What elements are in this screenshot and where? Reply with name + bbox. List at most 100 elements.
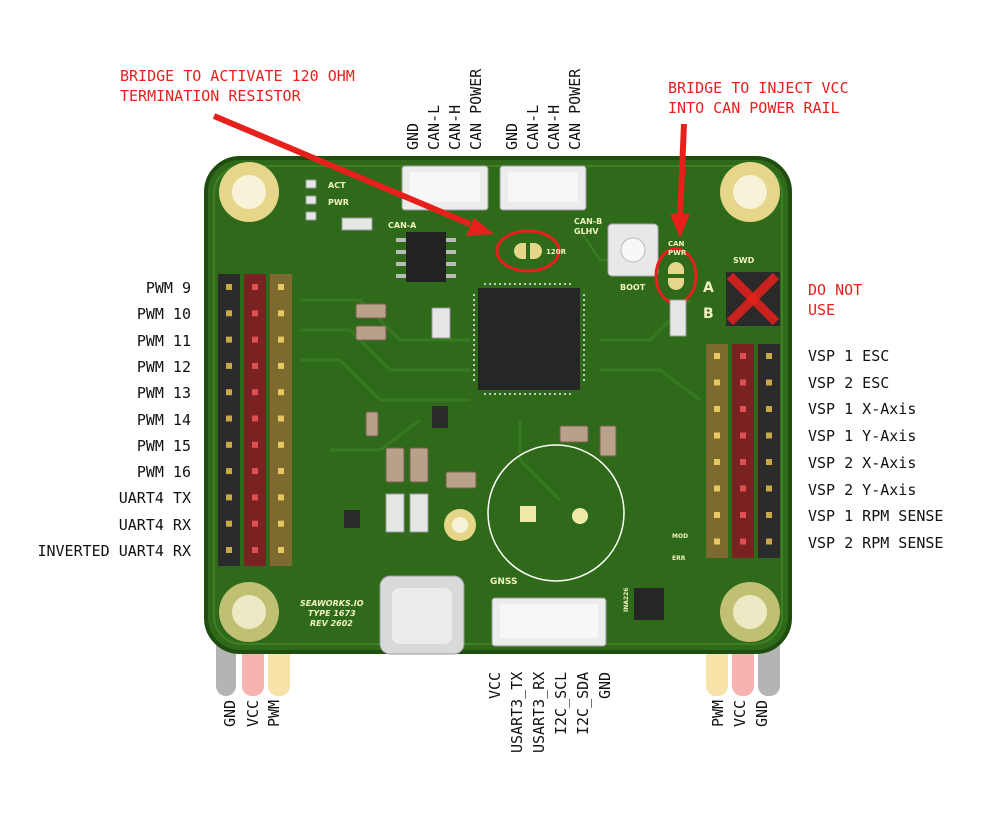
header-pin <box>766 353 772 359</box>
left-header-label-6: PWM 15 <box>136 436 191 455</box>
silk-can: CAN <box>668 240 685 248</box>
header-pin <box>714 432 720 439</box>
do-not-use-line-1: DO NOT <box>808 281 863 299</box>
termination-bridge <box>495 229 561 273</box>
can-a-pin-2: CAN-H <box>446 104 464 150</box>
silk-swd: SWD <box>733 256 755 265</box>
header-pin <box>278 494 284 501</box>
gnss-pin-label-1: USART3_TX <box>508 672 526 754</box>
header-pin <box>252 284 258 290</box>
gnss-connector <box>491 597 607 647</box>
header-pin <box>278 415 284 422</box>
can-b-pin-2: CAN-H <box>545 104 563 150</box>
header-pin <box>278 520 284 527</box>
can-a-pin-3: CAN POWER <box>467 68 485 150</box>
do-not-use-line-2: USE <box>808 301 836 319</box>
can-a-pin-1: CAN-L <box>425 104 443 150</box>
header-pin <box>740 512 746 518</box>
buzzer <box>487 444 625 582</box>
can-connector-b <box>499 165 587 211</box>
header-pin <box>252 389 258 396</box>
header-pin <box>740 538 746 545</box>
inject-vcc-line-1: BRIDGE TO INJECT VCC <box>668 79 849 97</box>
left-header-label-5: PWM 14 <box>136 410 191 429</box>
left-header-label-9: UART4 RX <box>118 515 191 534</box>
termination-line-2: TERMINATION RESISTOR <box>120 87 301 105</box>
right-header-label-6: VSP 1 RPM SENSE <box>808 507 944 526</box>
header-pin <box>226 494 232 501</box>
header-pin <box>714 406 720 412</box>
header-pin <box>714 512 720 518</box>
header-pin <box>766 406 772 412</box>
header-pin <box>714 485 720 492</box>
mounting-holes <box>219 162 780 642</box>
silk-can-pwr: PWR <box>668 249 687 257</box>
can-b-pin-3: CAN POWER <box>566 68 584 150</box>
header-pin <box>740 459 746 465</box>
header-pin <box>252 441 258 448</box>
header-pin <box>740 432 746 439</box>
silk-act: ACT <box>328 181 346 190</box>
header-pin <box>252 547 258 553</box>
silk-can-b: CAN-B <box>574 217 602 226</box>
header-pin <box>766 432 772 439</box>
silk-ina: INA226 <box>623 588 630 612</box>
can-a-pin-0: GND <box>404 122 422 150</box>
silk-boot: BOOT <box>620 283 646 292</box>
silk-120r: 120R <box>546 248 567 256</box>
header-pin <box>766 512 772 518</box>
silk-b: B <box>703 306 714 322</box>
header-pin <box>278 389 284 396</box>
right-header-label-3: VSP 1 Y-Axis <box>808 427 917 446</box>
header-pin <box>740 485 746 492</box>
header-pin <box>714 353 720 359</box>
header-pin <box>226 389 232 396</box>
silk-pwr: PWR <box>328 198 349 207</box>
header-pin <box>226 468 232 475</box>
termination-line-1: BRIDGE TO ACTIVATE 120 OHM <box>120 67 355 85</box>
header-pin <box>278 441 284 448</box>
header-pin <box>226 284 232 290</box>
inject-vcc-annotation: BRIDGE TO INJECT VCC INTO CAN POWER RAIL <box>668 78 849 118</box>
left-header-label-3: PWM 12 <box>136 357 191 376</box>
right-header-label-2: VSP 1 X-Axis <box>808 400 917 419</box>
right-header-label-5: VSP 2 Y-Axis <box>808 480 917 499</box>
header-pin <box>278 336 284 343</box>
header-pin <box>226 441 232 448</box>
silk-brand-3: REV 2602 <box>310 619 353 628</box>
mcu-chip <box>478 288 580 390</box>
can-transceiver-ic <box>406 232 446 282</box>
right-header-label-7: VSP 2 RPM SENSE <box>808 533 944 552</box>
usb-c-connector <box>379 575 465 655</box>
header-pin <box>766 379 772 386</box>
right-pin-header <box>706 344 780 558</box>
left-header-label-2: PWM 11 <box>136 331 191 350</box>
header-pin <box>740 353 746 359</box>
right-header-label-1: VSP 2 ESC <box>808 373 890 392</box>
header-pin <box>226 547 232 553</box>
header-pin <box>278 362 284 369</box>
silk-brand-2: TYPE 1673 <box>308 609 356 618</box>
silk-gnss: GNSS <box>490 577 517 587</box>
header-pin <box>278 284 284 290</box>
right-header-label-4: VSP 2 X-Axis <box>808 453 917 472</box>
header-pin <box>740 379 746 386</box>
termination-annotation: BRIDGE TO ACTIVATE 120 OHM TERMINATION R… <box>120 66 355 106</box>
header-pin <box>226 336 232 343</box>
header-pin <box>714 379 720 386</box>
header-pin <box>278 547 284 553</box>
gnss-pin-label-5: GND <box>596 672 614 700</box>
header-pin <box>252 336 258 343</box>
can-b-pin-0: GND <box>503 122 521 150</box>
header-pin <box>766 459 772 465</box>
annotation-arrows <box>212 113 690 238</box>
gnss-pin-label-3: I2C_SCL <box>552 672 570 736</box>
silk-err: ERR <box>672 555 686 562</box>
right-bottom-label-1: VCC <box>731 700 749 728</box>
header-pin <box>226 520 232 527</box>
gnss-pin-label-0: VCC <box>486 672 504 700</box>
header-pin <box>766 538 772 545</box>
silk-glhv: GLHV <box>574 227 599 236</box>
header-pin <box>278 310 284 317</box>
